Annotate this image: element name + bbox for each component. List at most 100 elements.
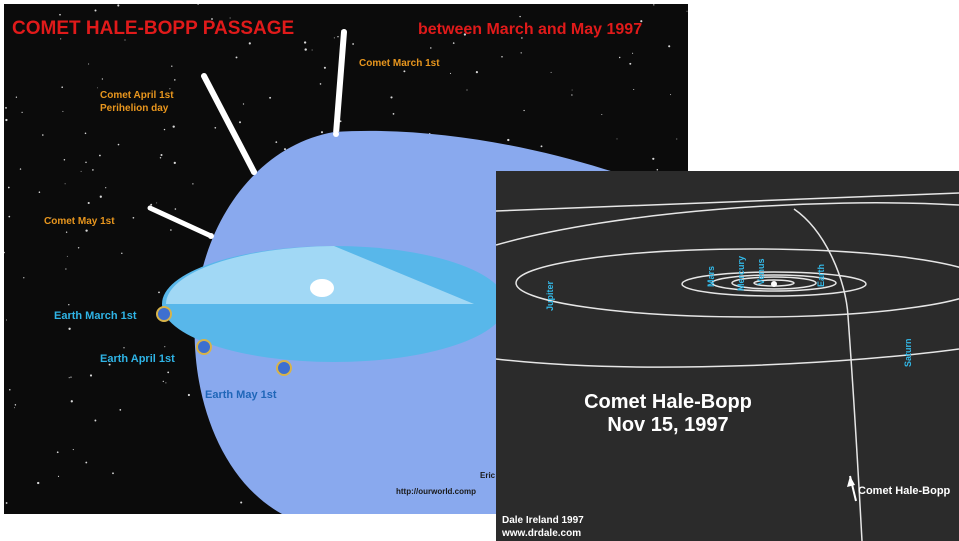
star bbox=[239, 121, 241, 124]
star bbox=[571, 89, 573, 91]
venus-orbit bbox=[731, 276, 817, 290]
star bbox=[173, 161, 176, 165]
star bbox=[466, 89, 468, 91]
star bbox=[4, 251, 5, 254]
comet-april-label: Comet April 1st bbox=[100, 90, 174, 101]
comet-april-marker bbox=[251, 169, 257, 175]
star bbox=[430, 47, 432, 49]
star bbox=[15, 96, 18, 98]
star bbox=[668, 45, 671, 48]
star bbox=[632, 52, 634, 54]
star bbox=[65, 231, 68, 233]
star bbox=[124, 39, 126, 41]
star bbox=[7, 186, 10, 189]
star bbox=[23, 277, 25, 279]
comet-tail-may bbox=[147, 205, 214, 239]
star bbox=[6, 319, 7, 321]
star bbox=[211, 18, 213, 20]
star bbox=[197, 4, 199, 5]
star bbox=[449, 72, 452, 74]
planet-label-mars: Mars bbox=[706, 266, 716, 287]
star bbox=[269, 96, 272, 99]
star bbox=[172, 125, 175, 128]
comet-april-sublabel: Perihelion day bbox=[100, 103, 169, 114]
star bbox=[108, 363, 111, 366]
star bbox=[686, 10, 688, 12]
star bbox=[403, 70, 406, 73]
star bbox=[158, 291, 160, 294]
comet-may-label: Comet May 1st bbox=[44, 216, 115, 227]
star bbox=[99, 195, 102, 198]
star bbox=[42, 134, 44, 136]
star bbox=[121, 252, 123, 255]
sun bbox=[771, 281, 777, 287]
star bbox=[88, 63, 90, 65]
star bbox=[167, 371, 170, 374]
star bbox=[9, 388, 11, 391]
star bbox=[37, 481, 40, 485]
star bbox=[550, 71, 552, 73]
star bbox=[14, 404, 17, 406]
star bbox=[174, 79, 176, 81]
star bbox=[618, 56, 621, 59]
star bbox=[633, 88, 635, 91]
star bbox=[214, 126, 217, 129]
star bbox=[352, 43, 354, 45]
date-range: between March and May 1997 bbox=[418, 21, 642, 38]
star bbox=[676, 138, 678, 140]
star bbox=[174, 208, 177, 210]
star bbox=[229, 17, 231, 19]
star bbox=[169, 88, 171, 90]
star bbox=[235, 56, 238, 59]
comet-may-marker bbox=[208, 233, 214, 239]
star bbox=[13, 407, 15, 409]
star bbox=[601, 113, 603, 116]
earth-march-label: Earth March 1st bbox=[54, 310, 137, 322]
credit-author: Dale Ireland 1997 bbox=[502, 515, 584, 526]
orbit-diagram: Jupiter Mars Mercury Venus Earth Saturn … bbox=[496, 171, 959, 541]
planet-label-jupiter: Jupiter bbox=[545, 280, 555, 311]
star bbox=[333, 37, 335, 39]
star bbox=[50, 217, 52, 219]
star bbox=[160, 153, 163, 157]
star bbox=[5, 502, 8, 504]
star bbox=[150, 203, 153, 206]
star bbox=[616, 138, 618, 140]
earth-may-label: Earth May 1st bbox=[205, 389, 277, 401]
star bbox=[66, 255, 68, 257]
star bbox=[8, 215, 11, 218]
star bbox=[63, 158, 66, 161]
star bbox=[57, 475, 60, 477]
planet-label-mercury: Mercury bbox=[736, 256, 746, 291]
star bbox=[337, 36, 339, 38]
star bbox=[164, 346, 166, 348]
star bbox=[452, 42, 455, 44]
comet-march-label: Comet March 1st bbox=[359, 58, 440, 69]
star bbox=[520, 52, 522, 54]
comet-trajectory bbox=[793, 208, 863, 541]
star bbox=[68, 304, 70, 306]
orbit-diagram-canvas: Jupiter Mars Mercury Venus Earth Saturn … bbox=[496, 192, 959, 541]
star bbox=[98, 154, 101, 157]
star bbox=[192, 183, 194, 185]
star bbox=[38, 191, 41, 193]
star bbox=[119, 409, 122, 411]
star bbox=[463, 33, 467, 36]
star bbox=[65, 268, 67, 270]
star bbox=[21, 111, 23, 114]
star bbox=[56, 451, 59, 454]
star bbox=[165, 382, 167, 384]
star bbox=[392, 113, 395, 115]
star bbox=[162, 380, 164, 383]
star bbox=[523, 109, 525, 112]
orbit-line-upper bbox=[496, 202, 959, 246]
star bbox=[85, 161, 87, 164]
star bbox=[171, 65, 173, 67]
star bbox=[501, 55, 503, 58]
star bbox=[670, 94, 672, 96]
star bbox=[68, 327, 71, 330]
comet-tail-march bbox=[333, 29, 347, 137]
star bbox=[117, 4, 120, 7]
comet-pointer-head bbox=[847, 476, 855, 487]
star bbox=[320, 131, 324, 134]
